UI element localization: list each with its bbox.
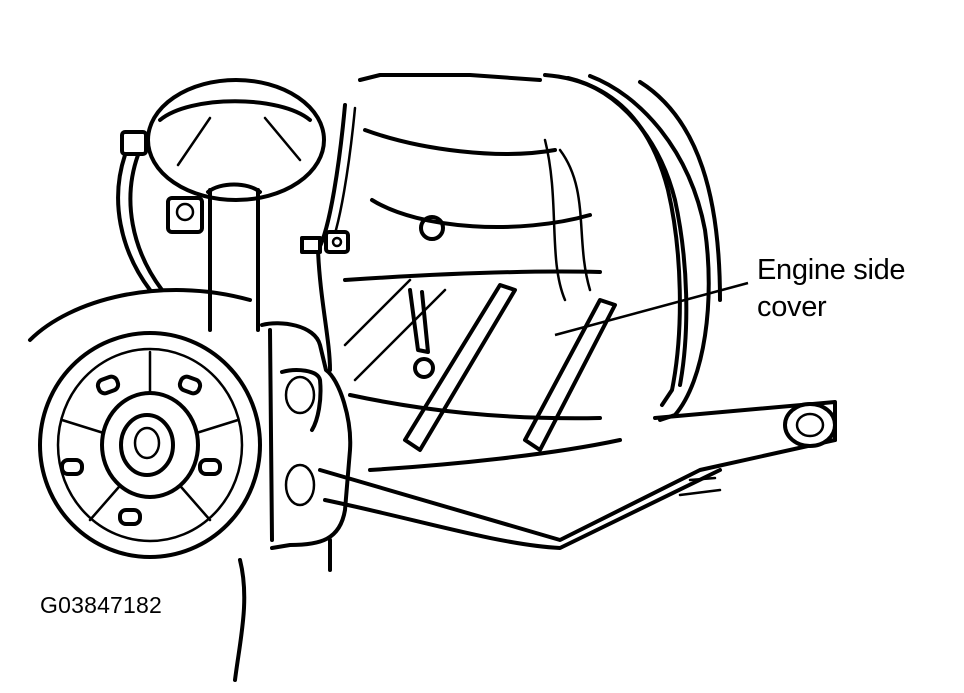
brake-hose <box>300 103 357 372</box>
strut-assembly <box>116 78 326 332</box>
brake-disc-hub <box>28 288 262 682</box>
callout-leader-line <box>554 281 749 337</box>
steering-knuckle <box>260 321 353 572</box>
fender-liner <box>543 73 722 422</box>
callout-line-1: Engine side <box>757 254 906 286</box>
lower-control-arm <box>318 400 837 550</box>
callout-line-2: cover <box>757 291 827 323</box>
engine-side-cover <box>343 73 622 472</box>
engine-side-cover-label: Engine side cover <box>757 252 906 326</box>
figure-id: G03847182 <box>40 592 163 618</box>
cover-ribs <box>343 278 617 452</box>
